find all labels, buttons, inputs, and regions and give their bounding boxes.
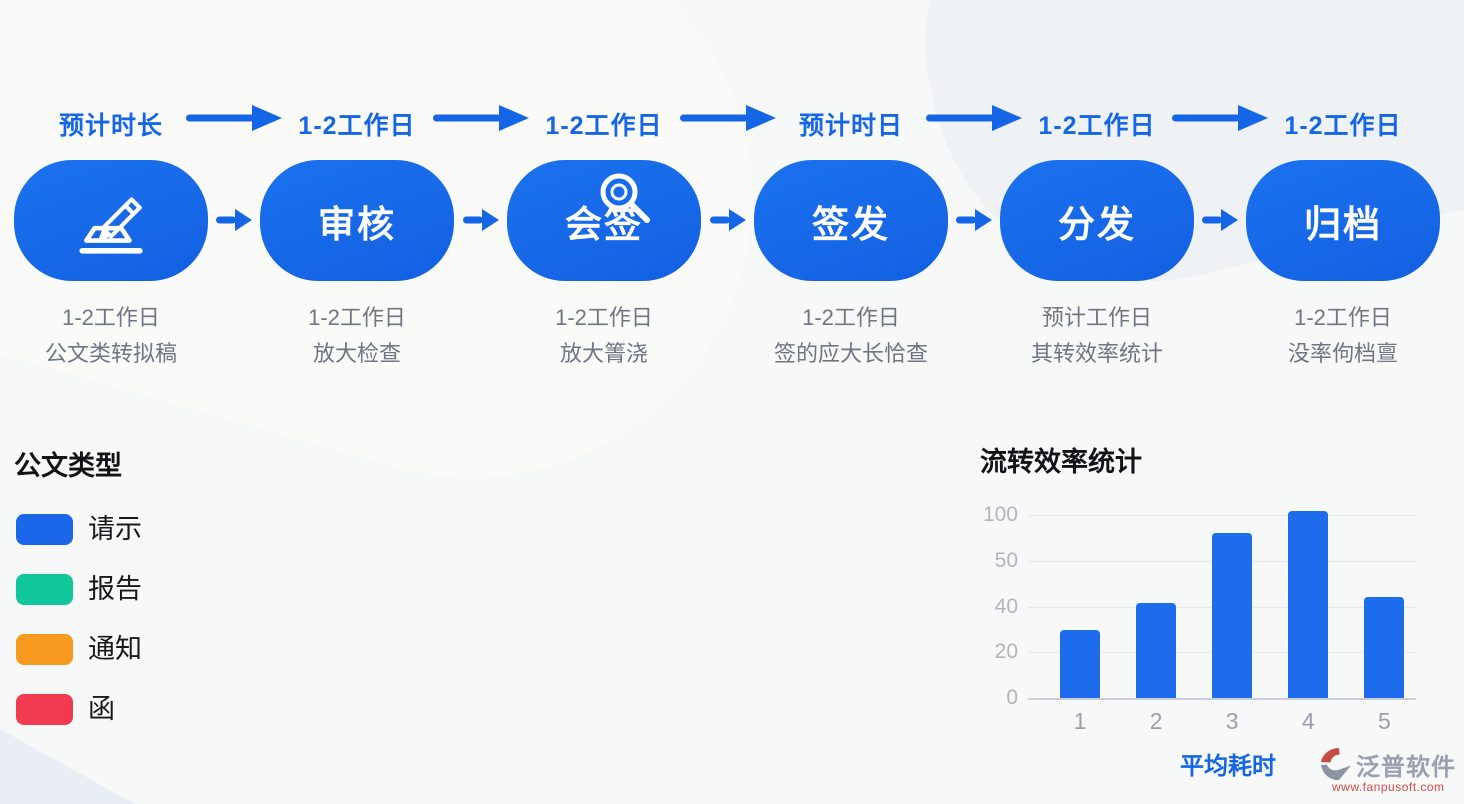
flow-node-duration: 1-2工作日 <box>802 305 900 330</box>
arrow-right-icon <box>1172 105 1268 131</box>
flow-node-caption: 1-2工作日签的应大长恰查 <box>721 300 981 372</box>
flow-node-countersign: 会签 <box>507 160 701 281</box>
y-axis-tick-label: 20 <box>994 640 1018 664</box>
flow-node-duration: 1-2工作日 <box>308 305 406 330</box>
bar-4 <box>1288 511 1329 698</box>
y-axis-tick-label: 50 <box>994 548 1018 572</box>
flow-node-duration: 1-2工作日 <box>555 305 653 330</box>
flow-node-caption: 预计工作日其转效率统计 <box>967 300 1227 372</box>
legend-color-swatch <box>16 694 73 725</box>
legend-item: 报告 <box>16 574 316 606</box>
x-axis-tick-label: 2 <box>1149 708 1163 734</box>
chart-title: 流转效率统计 <box>980 447 1142 477</box>
legend-color-swatch <box>16 514 73 545</box>
arrow-right-icon <box>1202 209 1238 231</box>
arrow-right-icon <box>956 209 992 231</box>
arrow-right-icon <box>679 105 776 131</box>
timeline-duration-label: 预计时长 <box>58 112 163 140</box>
pencil-draft-icon <box>79 196 143 254</box>
y-axis-tick-label: 100 <box>982 503 1018 526</box>
chart-x-axis-label: 平均耗时 <box>1180 753 1276 780</box>
gridline <box>1028 698 1416 700</box>
bar-3 <box>1212 533 1253 698</box>
timeline-duration-label: 1-2工作日 <box>1284 112 1402 140</box>
y-axis-tick-label: 40 <box>994 594 1018 618</box>
x-axis-tick-label: 1 <box>1073 708 1087 734</box>
legend-item: 通知 <box>16 634 316 666</box>
flow-node-duration: 预计工作日 <box>1041 305 1152 330</box>
arrow-right-icon <box>432 105 529 131</box>
x-axis-tick-label: 4 <box>1301 708 1315 734</box>
bar-1 <box>1060 630 1100 698</box>
legend-item-label: 报告 <box>88 574 142 604</box>
legend-item: 请示 <box>16 514 316 546</box>
flow-node-caption: 1-2工作日公文类转拟稿 <box>0 300 241 372</box>
flow-node-distribute: 分发 <box>1000 160 1194 281</box>
flow-node-label: 审核 <box>318 203 396 245</box>
timeline-duration-label: 1-2工作日 <box>298 112 416 140</box>
flow-node-label: 会签 <box>565 203 643 245</box>
watermark-url: www.fanpusoft.com <box>1332 780 1445 794</box>
arrow-right-icon <box>216 209 252 231</box>
flow-node-duration: 1-2工作日 <box>1294 305 1392 330</box>
watermark: 泛普软件 www.fanpusoft.com <box>1318 746 1464 794</box>
gridline <box>1028 515 1416 516</box>
flow-node-description: 放大检查 <box>312 341 401 366</box>
fanpu-logo-icon <box>1321 748 1351 781</box>
legend-color-swatch <box>16 574 73 605</box>
flow-node-caption: 1-2工作日没率佝档亶 <box>1213 300 1464 372</box>
legend-title: 公文类型 <box>14 451 122 481</box>
flow-node-description: 签的应大长恰查 <box>773 341 928 366</box>
timeline-duration-label: 1-2工作日 <box>1038 112 1156 140</box>
flow-node-description: 没率佝档亶 <box>1287 341 1398 366</box>
legend-color-swatch <box>16 634 73 665</box>
flow-node-caption: 1-2工作日放大箐浇 <box>474 300 734 372</box>
watermark-brand: 泛普软件 <box>1356 753 1456 781</box>
flow-node-caption: 1-2工作日放大检查 <box>227 300 487 372</box>
arrow-right-icon <box>186 105 282 131</box>
flow-node-description: 其转效率统计 <box>1030 341 1163 366</box>
magnifier-icon <box>600 173 650 223</box>
flow-node-issue: 签发 <box>754 160 948 281</box>
legend-item: 函 <box>16 694 316 726</box>
legend-item-label: 函 <box>88 694 115 724</box>
flow-node-label: 分发 <box>1058 203 1136 245</box>
flow-node-archive: 归档 <box>1246 160 1440 281</box>
legend-item-label: 请示 <box>88 514 142 544</box>
arrow-right-icon <box>462 209 499 231</box>
flow-node-duration: 1-2工作日 <box>62 305 160 330</box>
bar-5 <box>1364 597 1405 698</box>
arrow-right-icon <box>926 105 1022 131</box>
arrow-right-icon <box>709 209 746 231</box>
x-axis-tick-label: 5 <box>1377 708 1391 734</box>
bar-2 <box>1136 602 1177 698</box>
legend-item-label: 通知 <box>88 634 142 664</box>
x-axis-tick-label: 3 <box>1225 708 1239 734</box>
flow-node-description: 放大箐浇 <box>559 341 648 366</box>
flow-node-label: 签发 <box>812 203 890 245</box>
flow-node-review: 审核 <box>260 160 454 281</box>
flow-node-description: 公文类转拟稿 <box>44 341 177 366</box>
background-shape <box>0 729 135 804</box>
bar-chart-plot-area <box>1028 511 1416 700</box>
flow-node-draft <box>14 160 208 281</box>
flow-node-label: 归档 <box>1304 203 1382 245</box>
y-axis-tick-label: 0 <box>1006 686 1018 709</box>
timeline-duration-label: 预计时日 <box>798 112 903 140</box>
timeline-duration-label: 1-2工作日 <box>545 112 663 140</box>
